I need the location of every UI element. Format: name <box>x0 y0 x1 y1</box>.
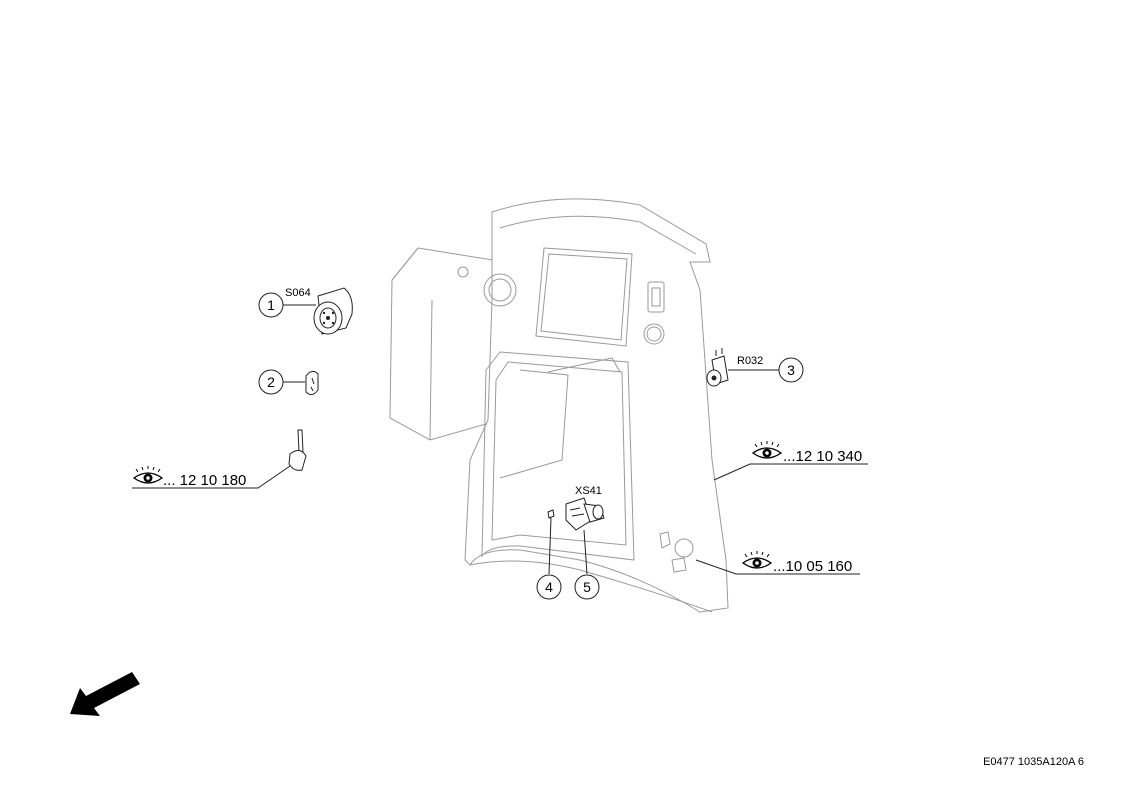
callout-4-number: 4 <box>545 579 553 595</box>
cab-panel <box>389 198 729 613</box>
ref-2-text: ...12 10 340 <box>783 448 862 465</box>
callout-1: 1 <box>258 292 284 318</box>
part-4-screw <box>547 509 555 519</box>
leader-ref-2 <box>713 463 868 481</box>
callout-5-number: 5 <box>583 579 591 595</box>
arrow-down-left-icon <box>70 672 140 716</box>
callout-5: 5 <box>574 574 600 600</box>
part-5-socket <box>565 497 605 531</box>
ignition-key <box>288 429 307 471</box>
ref-3-text: ...10 05 160 <box>773 558 852 575</box>
leader-ref-1 <box>132 465 291 489</box>
leader-4 <box>548 517 552 575</box>
callout-3-label: R032 <box>737 355 763 367</box>
drawing-code: E0477 1035A120A 6 <box>983 756 1084 768</box>
callout-3-number: 3 <box>787 362 795 378</box>
callout-3: 3 <box>778 357 804 383</box>
callout-1-number: 1 <box>267 297 275 313</box>
part-3-component <box>706 348 729 387</box>
ref-3-eye-icon <box>741 551 773 569</box>
callout-2-number: 2 <box>267 374 275 390</box>
leader-ref-3 <box>695 559 860 575</box>
ref-2-eye-icon <box>751 441 783 459</box>
callout-2: 2 <box>258 369 284 395</box>
part-2-cap <box>305 370 319 396</box>
ref-1-text: ... 12 10 180 <box>163 472 246 489</box>
ref-1-eye-icon <box>132 466 164 484</box>
leader-5 <box>583 529 588 575</box>
callout-5-label: XS41 <box>575 485 602 497</box>
callout-4: 4 <box>536 574 562 600</box>
part-1-switch <box>313 287 353 335</box>
callout-1-label: S064 <box>285 287 311 299</box>
